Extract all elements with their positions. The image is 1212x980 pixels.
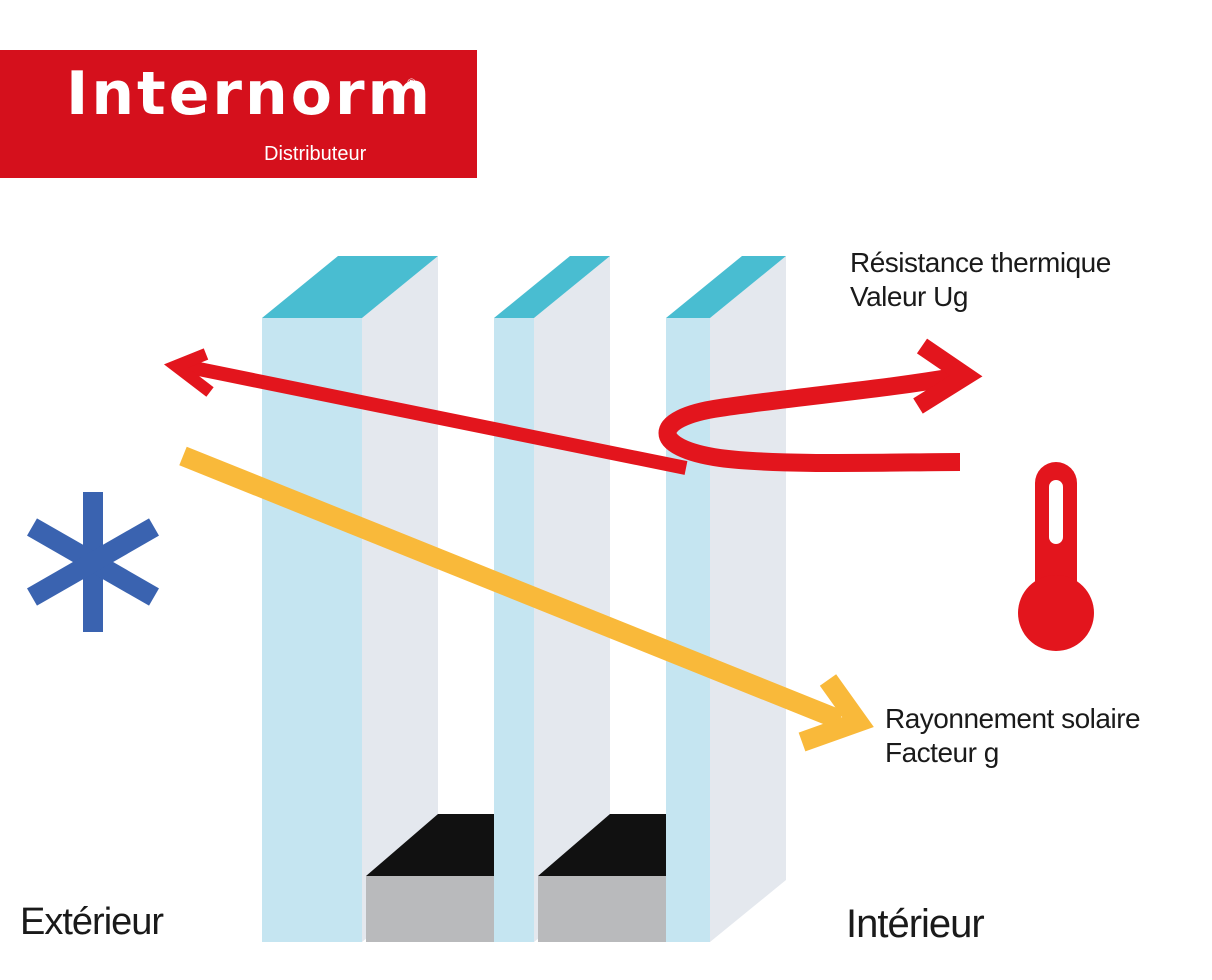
logo-subtitle: Distributeur	[264, 143, 367, 165]
interior-label: Intérieur	[846, 902, 985, 946]
solar-radiation-title: Rayonnement solaire	[885, 703, 1141, 734]
logo-wordmark: Internorm	[66, 59, 434, 129]
spacer-bar-2	[538, 814, 666, 942]
glass-pane-outer	[262, 256, 438, 942]
glass-pane-inner	[666, 256, 786, 942]
g-factor-label: Facteur g	[885, 736, 999, 768]
thermal-resistance-label: Résistance thermique Valeur Ug	[850, 246, 1111, 313]
glass-pane-middle	[494, 256, 610, 942]
exterior-label: Extérieur	[20, 901, 164, 943]
thermal-resistance-title: Résistance thermique	[850, 247, 1111, 278]
snowflake-icon	[27, 492, 159, 632]
solar-radiation-label: Rayonnement solaire Facteur g	[885, 702, 1141, 769]
logo-registered-mark: ®	[406, 76, 417, 89]
heat-loss-arrow	[163, 338, 983, 475]
solar-radiation-arrow	[179, 446, 874, 752]
internorm-logo	[0, 50, 477, 178]
thermometer-icon	[1018, 462, 1094, 651]
spacer-bar-1	[366, 814, 494, 942]
ug-value-label: Valeur Ug	[850, 280, 968, 312]
